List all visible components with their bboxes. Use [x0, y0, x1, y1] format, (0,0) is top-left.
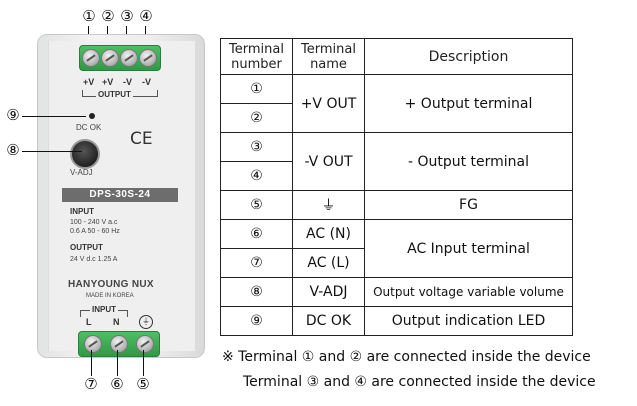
- screw-icon[interactable]: [110, 335, 128, 353]
- callout-7: ⑦: [84, 376, 98, 393]
- terminal-number: ⑥: [220, 219, 293, 249]
- terminal-number: ⑧: [220, 277, 293, 307]
- table-row: ②: [220, 103, 573, 133]
- callout-5: ⑤: [136, 376, 150, 393]
- output-terminal-label: +V: [102, 77, 114, 87]
- table-row: ⑥ AC (N) AC Input terminal: [220, 219, 573, 278]
- table-row: ⑧ V-ADJ Output voltage variable volume: [220, 277, 573, 307]
- terminal-name: AC (L): [292, 248, 365, 278]
- screw-icon[interactable]: [82, 49, 100, 67]
- input-spec-2: 0.6 A 50 - 60 Hz: [70, 228, 120, 235]
- leader-line: [22, 116, 86, 117]
- terminal-number: ②: [220, 103, 293, 133]
- output-spec: 24 V d.c 1.25 A: [70, 256, 118, 263]
- model-label: DPS-30S-24: [62, 188, 178, 202]
- output-heading: OUTPUT: [70, 243, 103, 252]
- output-terminal-label: -V: [123, 77, 132, 87]
- leader-line: [22, 151, 82, 152]
- terminal-number: ③: [220, 132, 293, 162]
- callout-8: ⑧: [6, 142, 20, 159]
- input-heading: INPUT: [70, 207, 94, 216]
- terminal-description: - Output terminal: [364, 132, 573, 191]
- note-line-1: ※ Terminal ① and ② are connected inside …: [222, 349, 591, 365]
- callout-1: ①: [82, 8, 96, 25]
- terminal-name: -V OUT: [292, 132, 365, 191]
- ground-icon: ⏚: [139, 315, 153, 329]
- table-row: ⑦ AC (L): [220, 248, 573, 278]
- terminal-description: AC Input terminal: [364, 219, 573, 278]
- terminal-description: + Output terminal: [364, 74, 573, 133]
- table-row: ③ -V OUT - Output terminal: [220, 132, 573, 191]
- callout-3: ③: [120, 8, 134, 25]
- output-terminal-label: -V: [142, 77, 151, 87]
- terminal-name: DC OK: [292, 306, 365, 336]
- terminal-number: ①: [220, 74, 293, 104]
- callout-2: ②: [101, 8, 115, 25]
- terminal-number: ⑦: [220, 248, 293, 278]
- dc-ok-label: DC OK: [76, 123, 102, 132]
- terminal-description: FG: [364, 190, 573, 220]
- input-terminal-label: N: [113, 317, 120, 327]
- v-adj-knob[interactable]: [70, 139, 100, 169]
- callout-9: ⑨: [6, 107, 20, 124]
- terminal-number: ⑨: [220, 306, 293, 336]
- terminal-name: +V OUT: [292, 74, 365, 133]
- v-adj-label: V-ADJ: [70, 168, 93, 177]
- output-label: OUTPUT: [96, 90, 133, 99]
- screw-icon[interactable]: [120, 49, 138, 67]
- table-row: ⑨ DC OK Output indication LED: [220, 306, 573, 336]
- dc-ok-led: [89, 113, 95, 119]
- terminal-number: ④: [220, 161, 293, 191]
- terminal-name: AC (N): [292, 219, 365, 249]
- table-row: ① +V OUT + Output terminal: [220, 74, 573, 133]
- ce-mark: CE: [130, 129, 153, 149]
- input-label: INPUT: [90, 305, 118, 314]
- callout-4: ④: [139, 8, 153, 25]
- note-line-2: Terminal ③ and ④ are connected inside th…: [243, 374, 596, 390]
- screw-icon[interactable]: [136, 335, 154, 353]
- input-spec-1: 100 - 240 V a.c: [70, 219, 118, 226]
- input-terminal-label: L: [86, 317, 92, 327]
- table-row: ⑤ ⏚ FG: [220, 190, 573, 220]
- brand-logo: HANYOUNG NUX: [68, 279, 154, 290]
- output-terminal-label: +V: [83, 77, 95, 87]
- callout-6: ⑥: [110, 376, 124, 393]
- terminal-description: Output indication LED: [364, 306, 573, 336]
- ground-icon: ⏚: [292, 190, 365, 220]
- power-supply-body: +V +V -V -V OUTPUT DC OK CE V-ADJ DPS-30…: [37, 34, 205, 358]
- terminal-name: V-ADJ: [292, 277, 365, 307]
- screw-icon[interactable]: [101, 49, 119, 67]
- screw-icon[interactable]: [84, 335, 102, 353]
- table-row: ④: [220, 161, 573, 191]
- header-description: Description: [364, 38, 573, 75]
- terminal-description: Output voltage variable volume: [364, 277, 573, 307]
- screw-icon[interactable]: [139, 49, 157, 67]
- made-in-label: MADE IN KOREA: [86, 293, 134, 299]
- terminal-number: ⑤: [220, 190, 293, 220]
